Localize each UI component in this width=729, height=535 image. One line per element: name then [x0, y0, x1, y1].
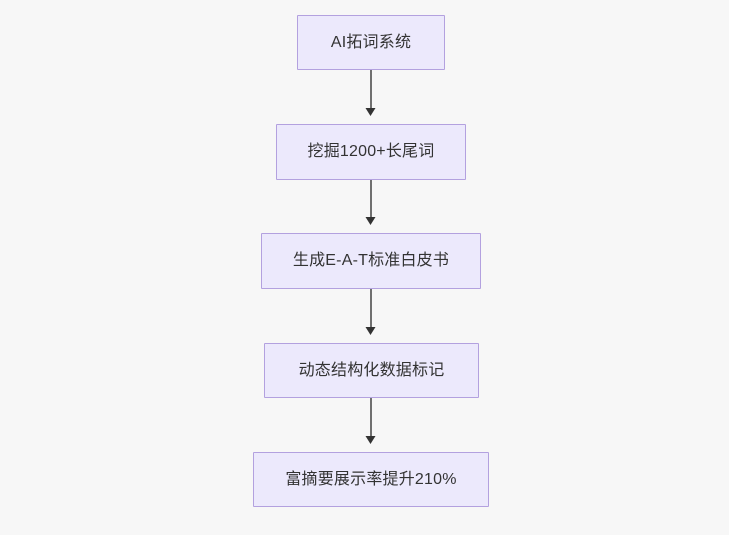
node-label: 动态结构化数据标记: [298, 361, 445, 379]
arrowhead-icon: [365, 327, 376, 335]
edge-line: [370, 289, 372, 328]
edge-line: [370, 70, 372, 109]
arrowhead-icon: [365, 108, 376, 116]
flowchart-node-n3[interactable]: 生成E-A-T标准白皮书: [261, 233, 481, 289]
node-label: AI拓词系统: [330, 33, 412, 51]
node-label: 富摘要展示率提升210%: [285, 470, 457, 488]
edge-line: [370, 398, 372, 437]
node-label: 生成E-A-T标准白皮书: [292, 252, 450, 270]
flowchart-node-n4[interactable]: 动态结构化数据标记: [264, 343, 479, 398]
node-label: 挖掘1200+长尾词: [307, 143, 435, 161]
edge-line: [370, 180, 372, 218]
arrowhead-icon: [365, 436, 376, 444]
flowchart-node-n1[interactable]: AI拓词系统: [297, 15, 445, 70]
arrowhead-icon: [365, 217, 376, 225]
flowchart-node-n5[interactable]: 富摘要展示率提升210%: [253, 452, 489, 507]
flowchart-node-n2[interactable]: 挖掘1200+长尾词: [276, 124, 466, 180]
